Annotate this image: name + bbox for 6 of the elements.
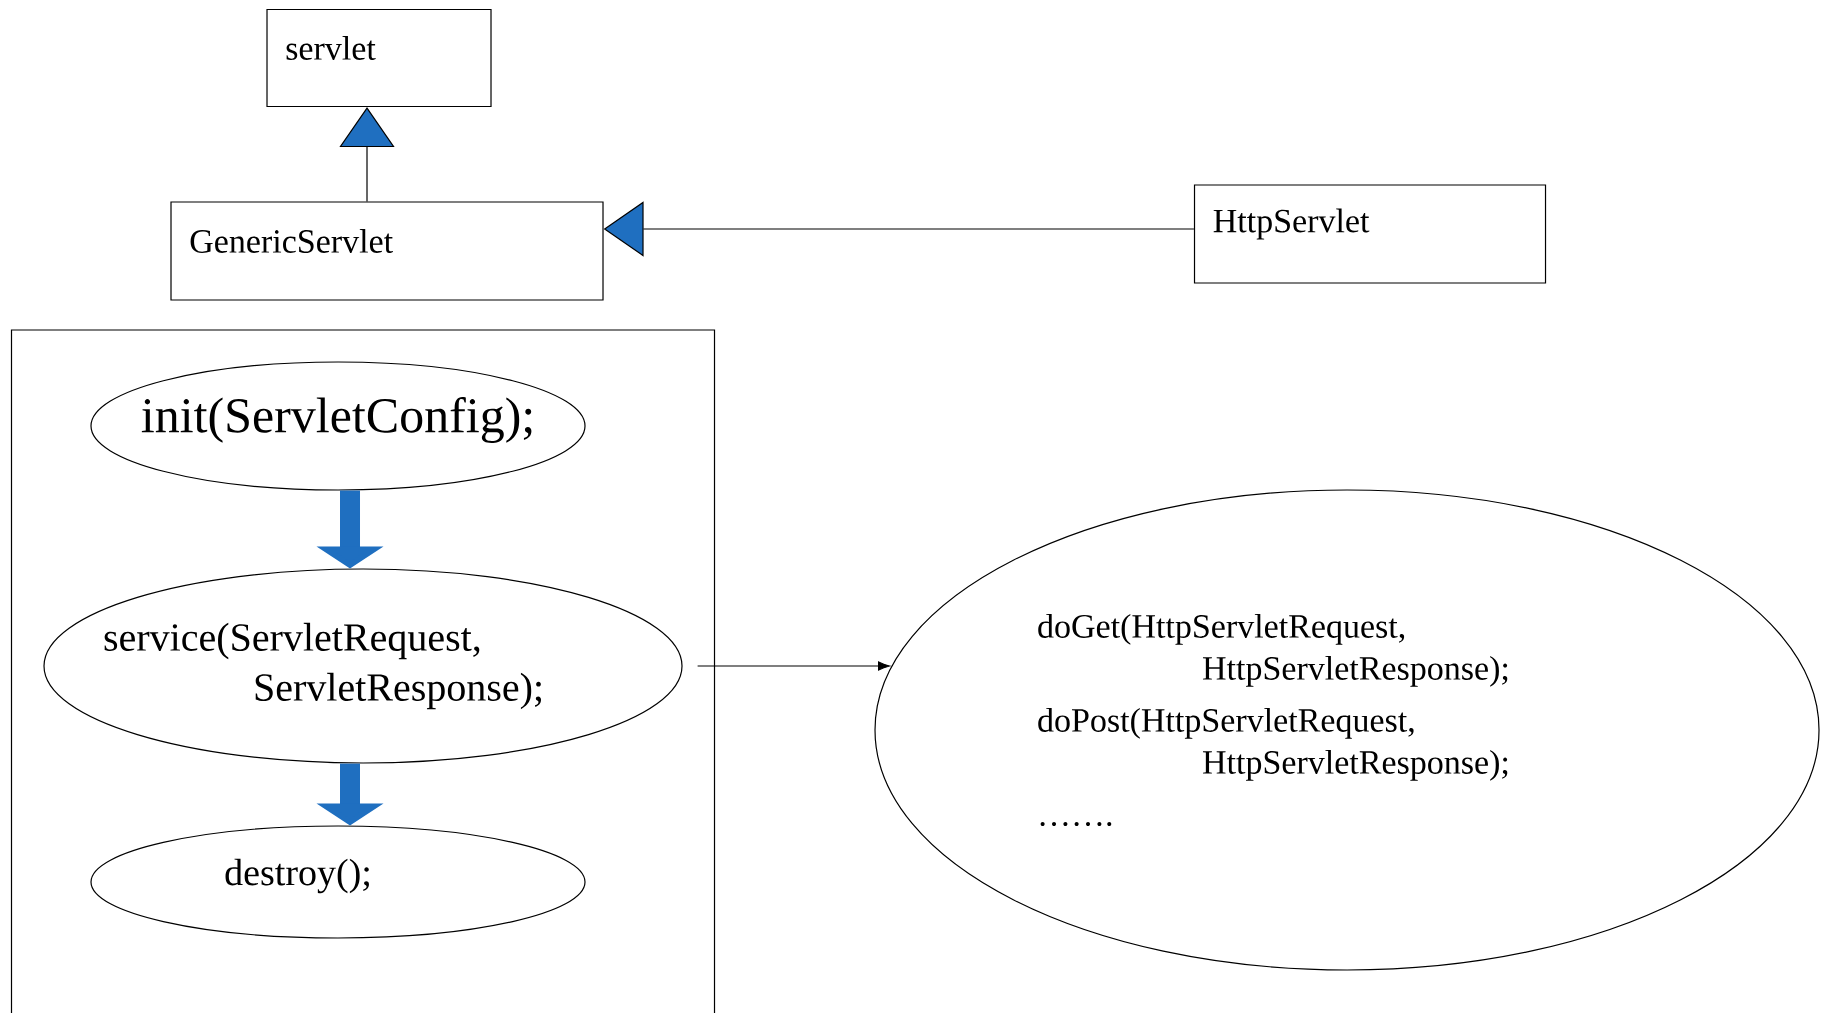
class-box: HttpServlet (1193, 184, 1547, 284)
arrow (697, 661, 890, 671)
container-box (10, 329, 716, 1014)
inheritance-arrow (339, 107, 395, 202)
class-box: servlet (266, 8, 492, 108)
class-box: GenericServlet (170, 201, 604, 301)
